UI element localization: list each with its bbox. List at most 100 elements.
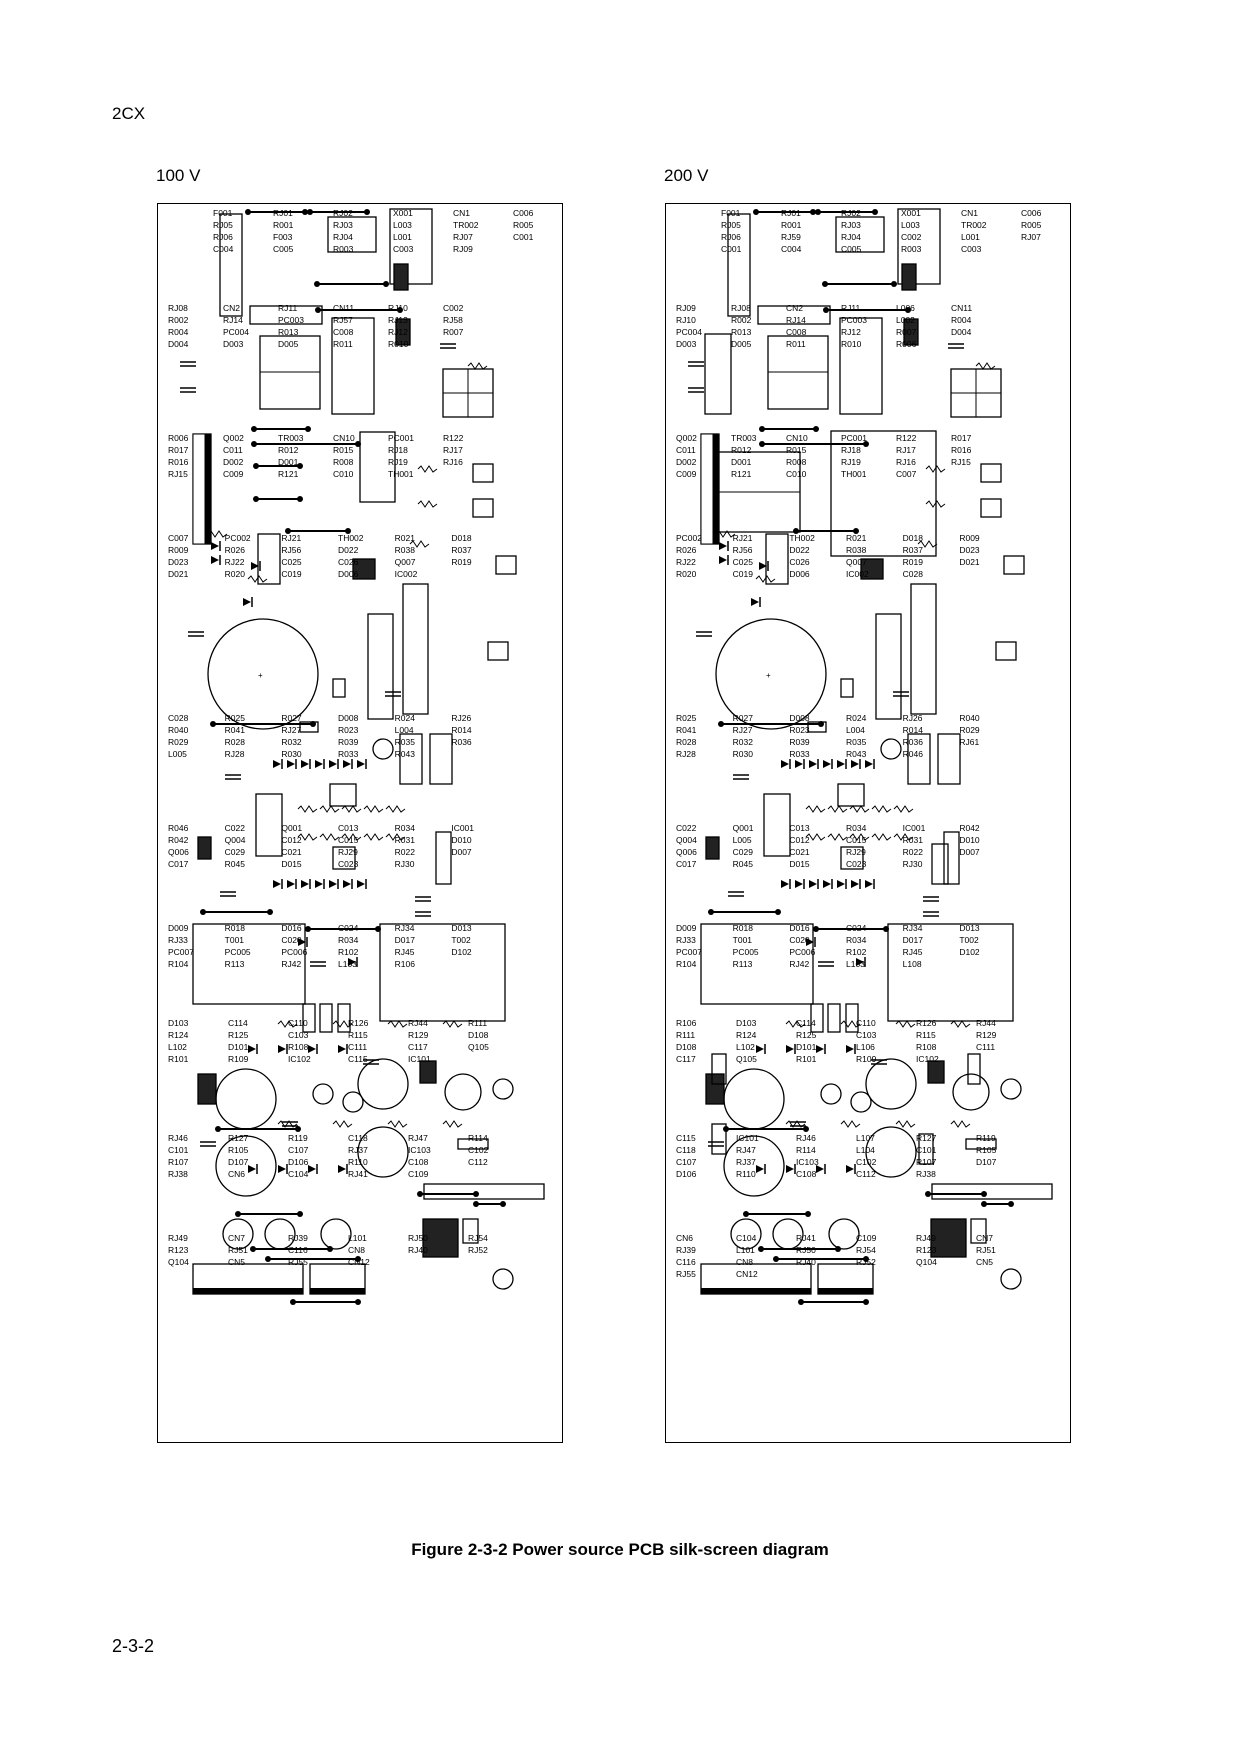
resistor-symbol	[950, 1020, 971, 1028]
component-designator: C004	[213, 244, 234, 254]
component-designator: R027	[732, 713, 753, 723]
component-designator: D015	[281, 859, 302, 869]
component-designator: R001	[273, 220, 294, 230]
component-designator: L101	[736, 1245, 755, 1255]
component-designator: R016	[168, 457, 189, 467]
inductor-l108	[967, 1053, 981, 1085]
component-designator: D107	[228, 1157, 249, 1167]
solder-pad	[835, 1246, 841, 1252]
component-designator: F001	[721, 208, 741, 218]
inductor-l104	[918, 1133, 934, 1165]
resistor-symbol	[207, 530, 228, 538]
component-designator: RJ49	[916, 1233, 936, 1243]
component-designator: C012	[789, 835, 810, 845]
component-designator: D022	[789, 545, 810, 555]
connector-cn11-face	[192, 433, 206, 545]
component-designator: C017	[676, 859, 697, 869]
component-designator: CN5	[228, 1257, 246, 1267]
component-designator: RJ08	[168, 303, 188, 313]
component-designator: RJ58	[443, 315, 463, 325]
component-designator: TR003	[731, 433, 757, 443]
solder-pad	[473, 1191, 479, 1197]
component-designator: RJ18	[388, 445, 408, 455]
component-designator: R107	[916, 1157, 937, 1167]
component-designator: C103	[288, 1030, 309, 1040]
component-designator: R021	[846, 533, 867, 543]
choke-l004	[255, 793, 283, 857]
component-designator: R041	[676, 725, 697, 735]
component-designator: CN5	[976, 1257, 994, 1267]
solder-pad	[315, 307, 321, 313]
component-designator: D023	[959, 545, 980, 555]
panel-label-100v: 100 V	[156, 166, 201, 185]
solder-pad	[981, 1191, 987, 1197]
component-designator: CN7	[228, 1233, 246, 1243]
component-designator: RJ26	[902, 713, 923, 723]
component-designator: Q105	[736, 1054, 757, 1064]
component-designator: C020	[281, 935, 302, 945]
diode-d101	[705, 1073, 725, 1105]
component-designator: RJ27	[732, 725, 753, 735]
diode-symbol	[357, 760, 365, 768]
diode-symbol	[343, 760, 351, 768]
component-designator: D009	[168, 923, 189, 933]
component-designator: X001	[901, 208, 921, 218]
component-designator: RJ44	[976, 1018, 996, 1028]
resistor-symbol	[385, 833, 406, 841]
diode-symbol	[248, 1165, 256, 1173]
connector-cn5-edge	[193, 1288, 303, 1294]
component-designator: C002	[443, 303, 464, 313]
component-designator: R129	[408, 1030, 429, 1040]
diode-symbol	[781, 880, 789, 888]
component-designator: RJ57	[333, 315, 353, 325]
component-designator: D103	[168, 1018, 189, 1028]
component-designator: C104	[288, 1169, 309, 1179]
component-designator: C026	[338, 557, 359, 567]
diode-symbol	[243, 598, 251, 606]
electrolytic-capacitor-c112	[357, 1126, 409, 1178]
diode-symbol	[823, 880, 831, 888]
solder-pad	[297, 463, 303, 469]
inductor-l106	[711, 1053, 727, 1085]
transistor-q001	[705, 836, 720, 860]
component-designator: CN1	[453, 208, 471, 218]
component-designator: TH002	[338, 533, 364, 543]
resistor-symbol	[895, 1020, 916, 1028]
diode-symbol	[301, 880, 309, 888]
component-designator: D008	[789, 713, 810, 723]
solder-pad	[310, 721, 316, 727]
connector-cn11-face	[700, 433, 714, 545]
component-designator: R040	[959, 713, 980, 723]
component-designator: R129	[976, 1030, 997, 1040]
component-designator: R006	[168, 433, 189, 443]
component-designator: RJ17	[896, 445, 916, 455]
component-designator: D003	[223, 339, 244, 349]
solder-pad	[863, 441, 869, 447]
resistor-symbol	[332, 1120, 353, 1128]
diode-bridge-d001	[875, 613, 902, 720]
diode-symbol	[809, 880, 817, 888]
component-designator: C024	[338, 923, 359, 933]
solder-pad	[891, 281, 897, 287]
capacitor-c008	[765, 533, 789, 585]
electrolytic-capacitor-c111	[865, 1058, 917, 1110]
component-designator: D108	[468, 1030, 489, 1040]
component-designator: R111	[468, 1018, 488, 1028]
component-designator: D023	[168, 557, 189, 567]
component-designator: PC005	[732, 947, 759, 957]
component-designator: D018	[451, 533, 472, 543]
inductor-l005-vertical	[931, 843, 949, 885]
component-designator: C021	[281, 847, 302, 857]
component-designator: RJ03	[333, 220, 353, 230]
diode-symbol	[865, 760, 873, 768]
diode-symbol	[211, 556, 219, 564]
solder-pad	[473, 1201, 479, 1207]
component-designator: RJ51	[228, 1245, 248, 1255]
component-designator: C007	[168, 533, 189, 543]
component-designator: RJ37	[348, 1145, 368, 1155]
component-designator: C010	[786, 469, 807, 479]
solder-pad	[708, 909, 714, 915]
component-designator: C108	[796, 1169, 817, 1179]
diode-symbol	[287, 760, 295, 768]
